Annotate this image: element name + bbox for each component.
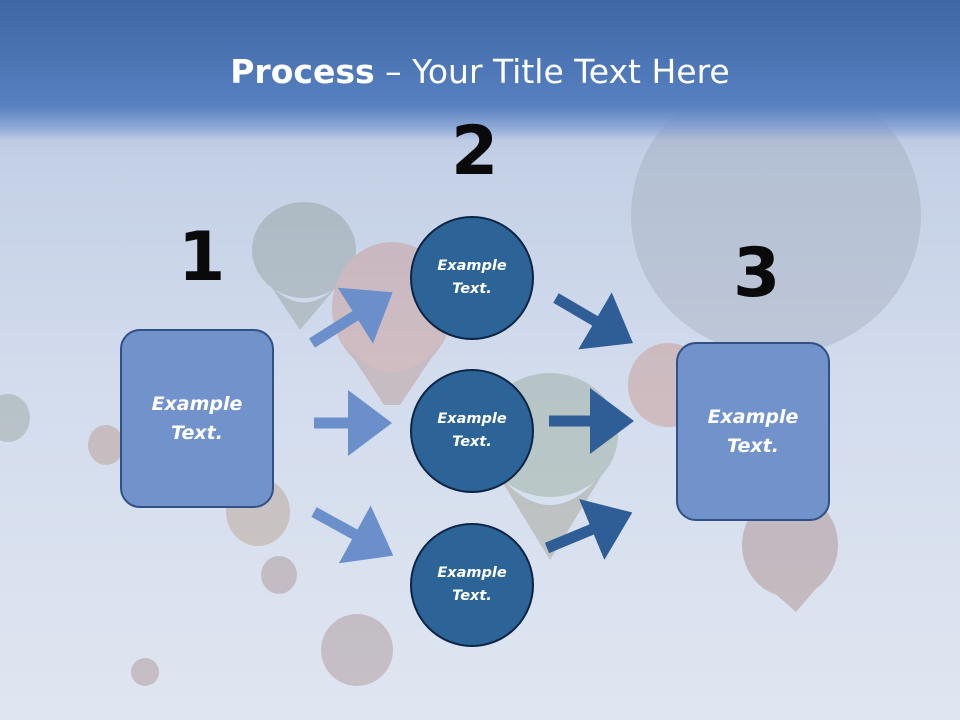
step-3-text: Example Text. — [707, 405, 799, 457]
step-1-box: Example Text. — [120, 329, 274, 508]
circle-middle-text: Example Text. — [437, 411, 507, 450]
arrow-circle1-to-box3 — [553, 292, 633, 350]
step-number-1: 1 — [178, 218, 226, 297]
title-bold-part: Process — [230, 52, 375, 91]
slide-title: Process – Your Title Text Here — [0, 52, 960, 91]
step-3-box: Example Text. — [676, 342, 830, 521]
step-number-3: 3 — [733, 234, 781, 313]
step-1-text: Example Text. — [151, 392, 243, 444]
title-rest-part: – Your Title Text Here — [374, 52, 730, 91]
step-2-circle-middle: Example Text. — [410, 369, 534, 493]
circle-top-text: Example Text. — [437, 258, 507, 297]
arrow-box1-to-circle1 — [309, 287, 393, 348]
step-2-circle-bottom: Example Text. — [410, 523, 534, 647]
step-number-2: 2 — [451, 112, 499, 191]
step-2-circle-top: Example Text. — [410, 216, 534, 340]
title-band — [0, 0, 960, 140]
arrow-circle3-to-box3 — [544, 498, 633, 560]
circle-bottom-text: Example Text. — [437, 565, 507, 604]
arrow-box1-to-circle3 — [311, 505, 394, 564]
